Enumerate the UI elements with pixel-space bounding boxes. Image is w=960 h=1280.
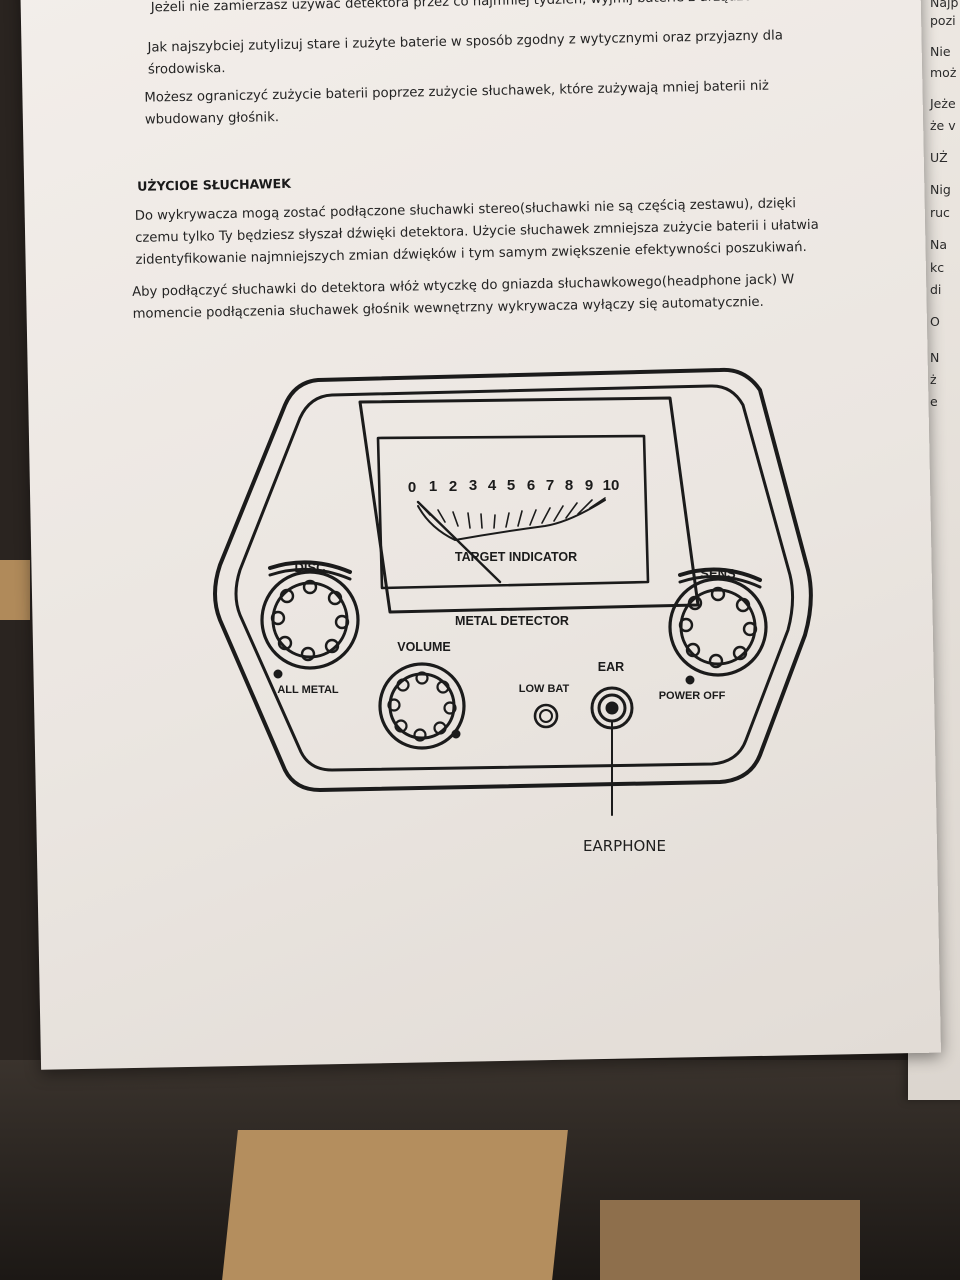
side-fragment: pozi bbox=[930, 13, 956, 28]
scale-0: 0 bbox=[408, 479, 416, 496]
side-fragment: Nig bbox=[930, 182, 951, 197]
scale-8: 8 bbox=[565, 477, 573, 494]
scale-1: 1 bbox=[429, 478, 437, 495]
scale-9: 9 bbox=[585, 477, 593, 494]
side-fragment: kc bbox=[930, 260, 945, 275]
target-indicator-label: TARGET INDICATOR bbox=[455, 550, 577, 564]
scale-7: 7 bbox=[546, 477, 554, 494]
battery-line-2: Jak najszybciej zutylizuj stare i zużyte… bbox=[147, 28, 783, 56]
low-bat-label: LOW BAT bbox=[519, 683, 570, 695]
ear-label: EAR bbox=[598, 660, 624, 674]
battery-line-3: środowiska. bbox=[147, 61, 226, 78]
scale-3: 3 bbox=[469, 477, 477, 494]
side-fragment: O bbox=[930, 314, 940, 329]
all-metal-label: ALL METAL bbox=[277, 684, 339, 696]
battery-line-5: wbudowany głośnik. bbox=[144, 110, 280, 128]
side-fragment: moż bbox=[930, 65, 957, 80]
earphone-label: EARPHONE bbox=[583, 837, 666, 855]
sens-label: SENS bbox=[700, 566, 736, 581]
scale-6: 6 bbox=[527, 477, 535, 494]
scale-5: 5 bbox=[507, 477, 515, 494]
cardboard-box bbox=[222, 1130, 568, 1280]
side-fragment: Jeże bbox=[930, 96, 956, 111]
meter-needle bbox=[416, 500, 502, 584]
power-off-label: POWER OFF bbox=[659, 690, 726, 702]
side-fragment: di bbox=[930, 282, 942, 297]
side-fragment: e bbox=[930, 394, 938, 409]
metal-detector-diagram: 0 1 2 3 4 5 6 7 8 9 10 TARGET INDICATOR … bbox=[213, 367, 813, 816]
cardboard-edge bbox=[0, 560, 30, 620]
side-fragment: N bbox=[930, 350, 940, 365]
side-fragment: że v bbox=[930, 118, 956, 133]
scale-10: 10 bbox=[603, 477, 620, 494]
side-fragment: UŻ bbox=[930, 150, 948, 165]
metal-detector-label: METAL DETECTOR bbox=[455, 614, 569, 628]
side-fragment: ż bbox=[930, 372, 937, 387]
section-heading: UŻYCIOE SŁUCHAWEK bbox=[137, 175, 292, 194]
meter-scale: 0 1 2 3 4 5 6 7 8 9 10 bbox=[408, 477, 620, 496]
side-fragment: Na bbox=[930, 237, 948, 252]
scale-2: 2 bbox=[449, 478, 457, 495]
cardboard-box-2 bbox=[600, 1200, 860, 1280]
scale-4: 4 bbox=[488, 477, 497, 494]
low-bat-led bbox=[533, 703, 559, 729]
volume-label: VOLUME bbox=[397, 640, 450, 654]
disc-label: DISC bbox=[294, 560, 326, 575]
meter-ticks bbox=[417, 497, 606, 529]
battery-line-1: Jeżeli nie zamierzasz używać detektora p… bbox=[150, 0, 776, 16]
side-fragment: ruc bbox=[930, 205, 950, 220]
side-fragment: Najp bbox=[930, 0, 959, 10]
side-fragment: Nie bbox=[930, 44, 951, 59]
battery-line-4: Możesz ograniczyć zużycie baterii poprze… bbox=[144, 78, 770, 106]
